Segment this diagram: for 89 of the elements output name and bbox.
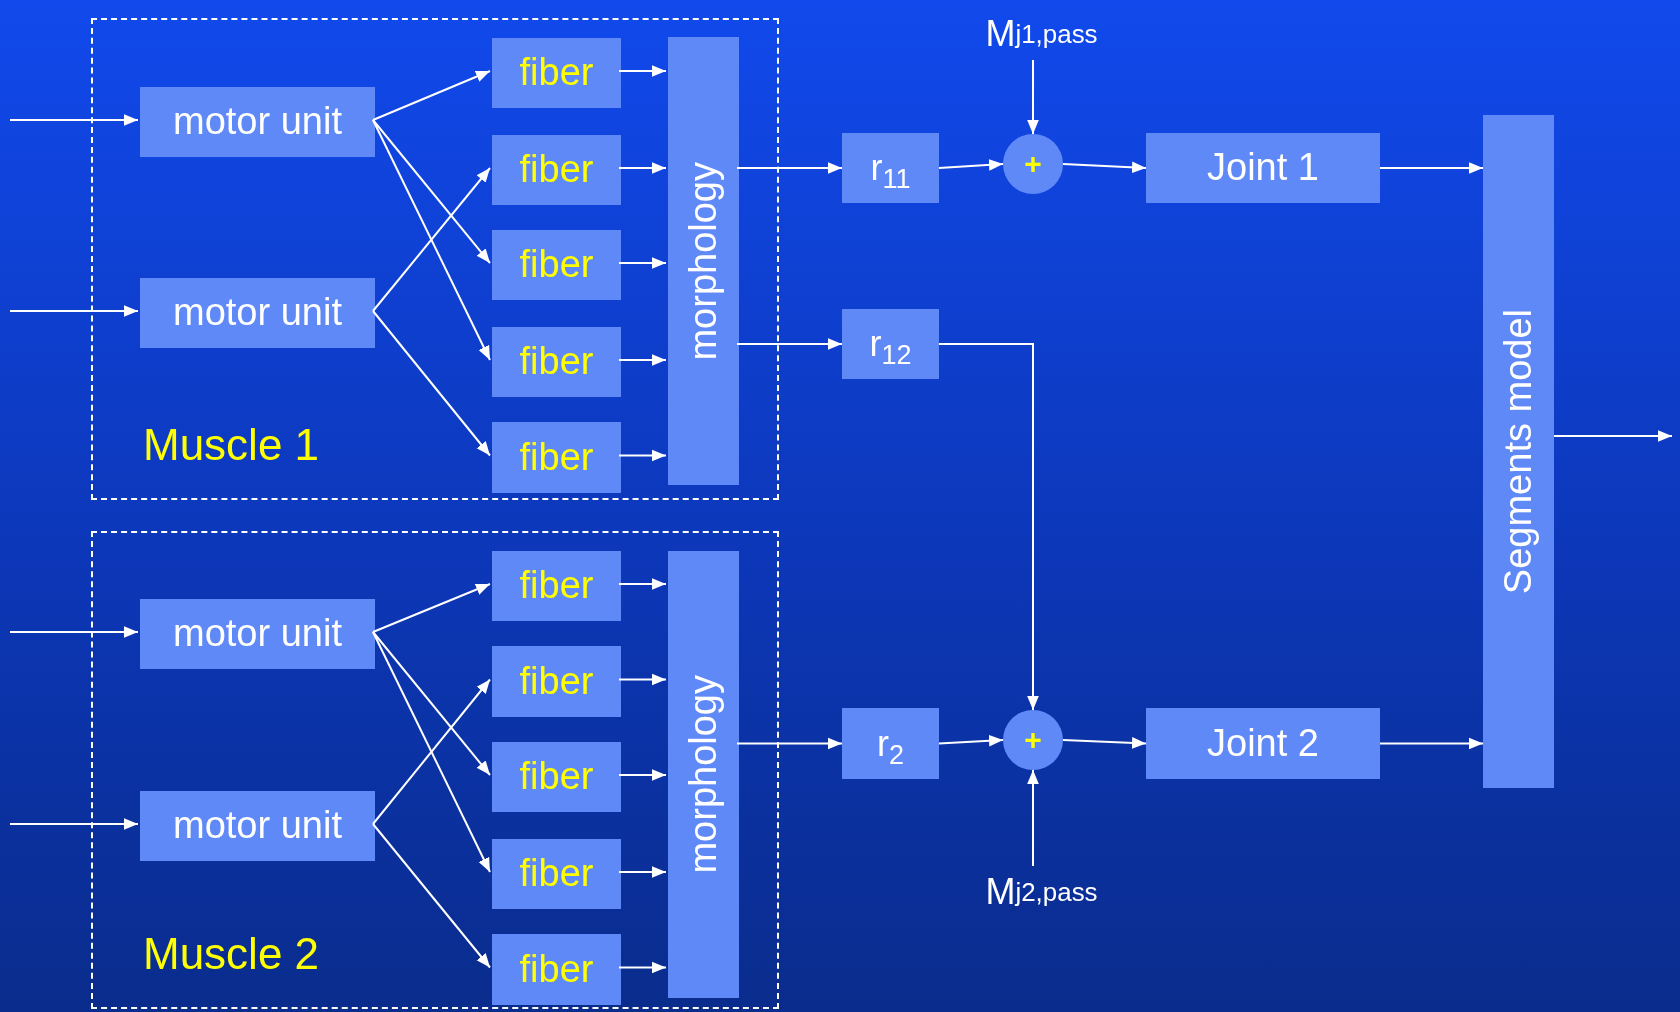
arrow — [618, 65, 667, 77]
group-label: Muscle 2 — [143, 929, 320, 979]
arrow — [618, 354, 667, 366]
box-label: fiber — [519, 244, 594, 286]
box-label: morphology — [682, 675, 725, 874]
process-box — [1146, 708, 1380, 779]
process-box — [492, 934, 621, 1005]
arrow — [938, 734, 1004, 747]
process-box — [492, 646, 621, 717]
box-label: fiber — [519, 341, 594, 383]
arrow — [372, 823, 491, 969]
box-label: r$_{2}$ — [877, 723, 904, 764]
arrow — [618, 769, 667, 781]
arrow — [618, 961, 667, 974]
process-box — [492, 327, 621, 397]
arrow — [938, 343, 1039, 711]
arrow — [372, 678, 491, 825]
arrow — [618, 257, 667, 269]
arrow — [1379, 162, 1484, 174]
arrow — [1379, 737, 1484, 750]
group-label: Muscle 1 — [143, 420, 320, 470]
process-box — [1146, 133, 1380, 203]
arrow — [372, 631, 491, 776]
box-label: r$_{11}$ — [870, 148, 911, 188]
arrow — [372, 167, 491, 312]
junction-sign: + — [1024, 725, 1042, 755]
muscle-group-frame — [91, 531, 779, 1009]
box-label: Joint 1 — [1207, 147, 1319, 189]
arrow — [618, 578, 667, 590]
arrow — [372, 119, 491, 361]
process-box — [842, 708, 939, 779]
box-label: fiber — [519, 756, 594, 798]
process-box — [492, 38, 621, 108]
process-box — [842, 133, 939, 203]
box-label: fiber — [519, 660, 594, 703]
arrow — [618, 162, 667, 174]
arrow — [1027, 769, 1039, 867]
process-box — [492, 230, 621, 300]
arrow — [618, 449, 667, 462]
process-box — [492, 839, 621, 909]
process-box — [842, 309, 939, 379]
arrow — [1553, 430, 1673, 442]
arrow — [1027, 59, 1039, 135]
box-label: fiber — [519, 565, 594, 607]
summing-junction — [1003, 134, 1063, 194]
process-box — [668, 37, 739, 485]
box-label: morphology — [682, 161, 725, 361]
arrow — [9, 114, 139, 126]
box-label: fiber — [519, 948, 594, 991]
arrow — [736, 162, 843, 174]
arrow — [372, 310, 491, 457]
box-label: fiber — [519, 52, 594, 94]
process-box — [492, 135, 621, 205]
box-label: motor unit — [173, 613, 342, 655]
box-label: motor unit — [173, 292, 342, 334]
arrow — [372, 119, 491, 264]
process-box — [492, 551, 621, 621]
arrow — [372, 583, 491, 633]
arrow — [372, 70, 491, 121]
arrow — [736, 338, 843, 350]
box-label: r$_{12}$ — [869, 324, 912, 364]
box-label: fiber — [519, 853, 594, 895]
arrow — [9, 626, 139, 638]
junction-sign: + — [1024, 149, 1042, 179]
box-label: Joint 2 — [1207, 722, 1319, 765]
box-label: fiber — [519, 149, 594, 191]
arrow — [618, 673, 667, 686]
arrow — [938, 159, 1004, 171]
process-box — [140, 278, 375, 348]
arrow — [1062, 161, 1147, 174]
arrow — [1062, 737, 1147, 749]
box-label: Segments model — [1497, 308, 1540, 595]
box-label: motor unit — [173, 101, 342, 143]
process-box — [492, 422, 621, 493]
process-box — [1483, 115, 1554, 788]
process-box — [140, 87, 375, 157]
process-box — [668, 551, 739, 998]
arrow — [736, 737, 843, 750]
box-label: motor unit — [173, 805, 342, 847]
box-label: fiber — [519, 436, 594, 479]
arrow — [9, 818, 139, 830]
process-box — [140, 599, 375, 669]
process-box — [492, 742, 621, 812]
process-box — [140, 791, 375, 861]
arrow — [618, 866, 667, 878]
muscle-group-frame — [91, 18, 779, 500]
arrow — [372, 631, 491, 873]
arrow — [9, 305, 139, 317]
summing-junction — [1003, 710, 1063, 770]
